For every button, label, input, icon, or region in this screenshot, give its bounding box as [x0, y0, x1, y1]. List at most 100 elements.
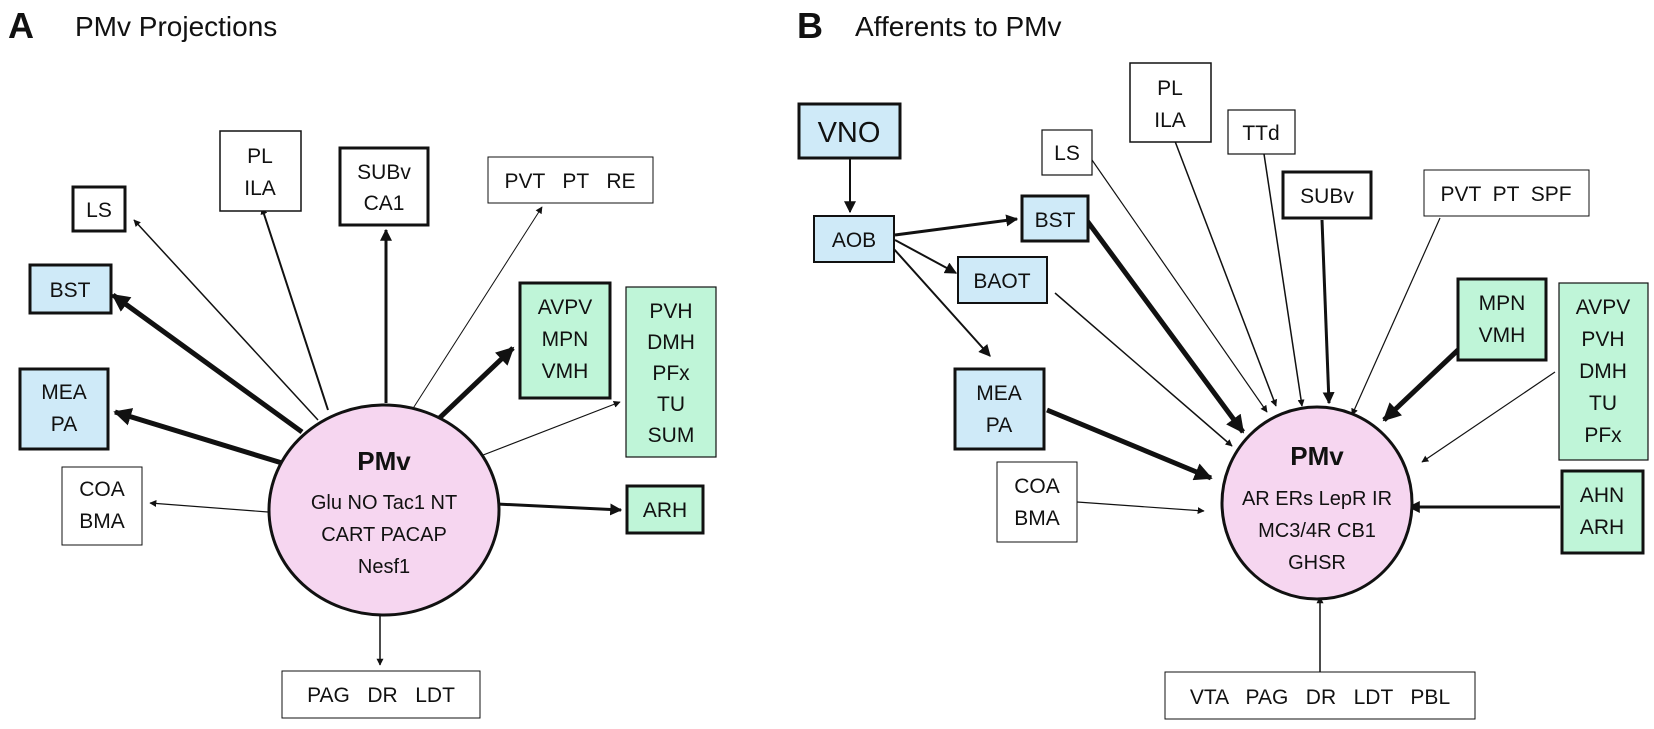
hub-a-pmv: PMv Glu NO Tac1 NT CART PACAP Nesf1 [267, 403, 501, 617]
panel-a-arrows [111, 206, 623, 666]
box-a-arh-label: ARH [643, 499, 687, 522]
box-a-pag-dr-ldt-label: PAG DR LDT [307, 684, 455, 707]
arrow-ttd-to-pmv [1263, 153, 1305, 407]
box-a-pvh-label: PVH [649, 300, 692, 323]
box-a-arh: ARH [625, 484, 705, 535]
panel-b-arrows [844, 135, 1560, 672]
box-b-ahn-arh: AHN ARH [1560, 469, 1645, 555]
box-b-tu-label: TU [1589, 392, 1617, 415]
hub-a-line-3: Nesf1 [358, 556, 410, 578]
box-a-pa-label: PA [51, 413, 77, 436]
box-b-vta-group-label: VTA PAG DR LDT PBL [1190, 686, 1450, 709]
box-a-bma-label: BMA [79, 510, 125, 533]
box-b-coa-bma: COA BMA [996, 461, 1078, 543]
box-b-pvh-label: PVH [1581, 328, 1624, 351]
hub-b-line-1: AR ERs LepR IR [1242, 488, 1392, 510]
box-b-pfx-label: PFx [1584, 424, 1622, 447]
box-a-vmh-label: VMH [542, 360, 589, 383]
box-a-bst: BST [28, 263, 113, 315]
arrow-aob-to-mea-pa [892, 247, 991, 357]
box-b-avpv-group: AVPV PVH DMH TU PFx [1558, 282, 1649, 461]
box-b-ahn-label: AHN [1580, 484, 1624, 507]
arrow-pmv-to-bst [111, 292, 304, 435]
arrow-mpn-vmh-to-pmv [1382, 348, 1460, 422]
box-a-pvh-group: PVH DMH PFx TU SUM [625, 286, 717, 458]
box-b-bma-label: BMA [1014, 507, 1060, 530]
arrow-baot-to-pmv [1054, 292, 1233, 447]
box-a-ila-label: ILA [244, 177, 276, 200]
arrow-aob-to-baot [894, 239, 958, 274]
box-b-ila-label: ILA [1154, 109, 1186, 132]
box-a-coa-bma: COA BMA [61, 466, 143, 546]
box-a-subv-label: SUBv [357, 161, 411, 184]
box-a-pvt-pt-re-label: PVT PT RE [504, 170, 635, 193]
hub-a-line-1: Glu NO Tac1 NT [311, 492, 457, 514]
box-b-bst: BST [1020, 194, 1090, 243]
box-b-pvt-pt-spf: PVT PT SPF [1423, 169, 1590, 217]
box-b-arh-label: ARH [1580, 516, 1624, 539]
arrow-pmv-to-arh [496, 502, 623, 516]
arrow-pmv-to-pvh [477, 401, 621, 458]
arrow-subv-to-pmv [1320, 219, 1335, 405]
panel-a-letter: A [8, 5, 34, 46]
box-a-subv-ca1: SUBv CA1 [338, 146, 430, 227]
box-a-dmh-label: DMH [647, 331, 695, 354]
arrow-mea-pa-to-pmv [1046, 407, 1213, 481]
box-a-mea-pa: MEA PA [18, 367, 110, 451]
box-a-pvt-pt-re: PVT PT RE [487, 156, 654, 204]
box-b-mea-pa: MEA PA [953, 367, 1046, 451]
arrow-pvt-pt-spf-to-pmv [1351, 217, 1441, 416]
arrow-pmv-to-ls [133, 219, 319, 421]
box-b-subv-label: SUBv [1300, 185, 1354, 208]
box-a-ls: LS [71, 185, 127, 233]
box-b-mpn-label: MPN [1479, 292, 1526, 315]
box-b-ls-label: LS [1054, 142, 1080, 165]
box-b-avpv-label: AVPV [1576, 296, 1630, 319]
box-b-pvt-pt-spf-label: PVT PT SPF [1440, 183, 1571, 206]
box-a-avpv-label: AVPV [538, 296, 592, 319]
hub-b-title: PMv [1290, 441, 1344, 471]
panel-b-letter: B [797, 5, 823, 46]
box-a-mea-label: MEA [41, 381, 87, 404]
panel-b-title: Afferents to PMv [855, 11, 1061, 42]
arrow-pmv-to-pvt-pt-re [411, 206, 543, 411]
box-b-aob: AOB [813, 215, 895, 263]
box-a-pfx-label: PFx [652, 362, 690, 385]
box-a-pl-ila: PL ILA [219, 130, 302, 212]
box-b-baot: BAOT [957, 256, 1048, 304]
box-b-pl-label: PL [1157, 77, 1183, 100]
box-a-sum-label: SUM [648, 424, 695, 447]
arrow-pmv-to-coa-bma [149, 499, 269, 513]
box-b-vno-label: VNO [818, 117, 881, 149]
box-b-vmh-label: VMH [1479, 324, 1526, 347]
box-b-ls: LS [1041, 129, 1093, 176]
arrow-pmv-to-mea-pa [113, 408, 283, 466]
hub-b-pmv: PMv AR ERs LepR IR MC3/4R CB1 GHSR [1220, 405, 1414, 601]
panel-a-title: PMv Projections [75, 11, 277, 42]
arrow-coa-bma-to-pmv [1076, 501, 1205, 515]
arrow-ls-to-pmv [1091, 159, 1268, 413]
box-a-pag-dr-ldt: PAG DR LDT [281, 670, 481, 719]
hub-b-line-2: MC3/4R CB1 [1258, 520, 1376, 542]
box-a-ls-label: LS [86, 199, 112, 222]
box-b-vta-group: VTA PAG DR LDT PBL [1164, 671, 1476, 720]
arrow-avpv-group-to-pmv [1421, 371, 1556, 463]
box-a-ca1-label: CA1 [364, 192, 405, 215]
panel-b: B Afferents to PMv VNO [797, 5, 1649, 720]
box-b-aob-label: AOB [832, 229, 876, 252]
hub-a-title: PMv [357, 446, 411, 476]
box-a-coa-label: COA [79, 478, 125, 501]
box-b-baot-label: BAOT [973, 270, 1030, 293]
hub-a-line-2: CART PACAP [321, 524, 447, 546]
box-a-pl-label: PL [247, 145, 273, 168]
box-b-ttd: TTd [1227, 109, 1296, 155]
box-b-dmh-label: DMH [1579, 360, 1627, 383]
box-b-subv: SUBv [1281, 170, 1373, 220]
box-b-coa-label: COA [1014, 475, 1060, 498]
box-b-ttd-label: TTd [1242, 122, 1279, 145]
arrow-aob-to-bst [894, 214, 1019, 237]
arrow-bst-to-pmv [1082, 216, 1246, 434]
box-b-pa-label: PA [986, 414, 1012, 437]
box-b-pl-ila: PL ILA [1129, 62, 1212, 143]
